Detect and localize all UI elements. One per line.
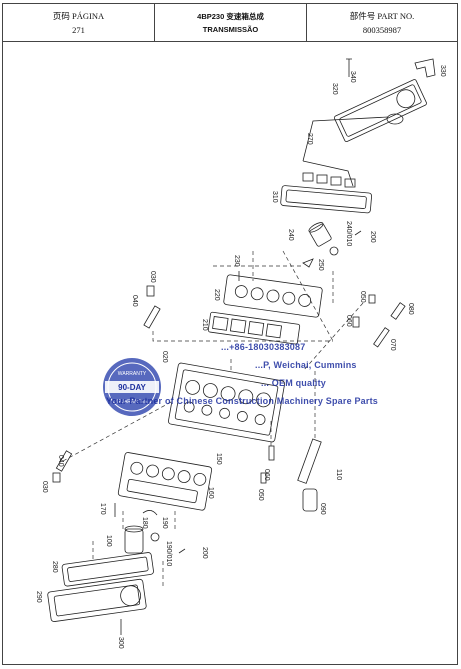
valve-body-160 [117,452,213,511]
callout-230: 230 [233,255,240,267]
gasket-310 [280,185,373,214]
spring-040 [143,305,161,329]
bolt-200 [354,230,362,236]
callout-280: 280 [51,561,58,573]
page-number: 271 [72,25,85,35]
gasket-210 [207,311,301,345]
clip-180 [142,510,158,516]
badge-bottom-text: GUARANTEE [116,399,148,405]
spring-040-lower [55,450,73,472]
callout-200-upper: 200 [369,231,376,243]
callout-190010: 190/010 [165,541,172,566]
watermark: ...+86-18030383087 ...P, Weichai, Cummin… [103,334,443,434]
o-ring-240010 [329,246,339,256]
callout-190: 190 [161,517,168,529]
callout-090: 090 [319,503,326,515]
part-label: 部件号 PART NO. [349,11,415,21]
product-name: TRANSMISSÃO [202,25,259,34]
watermark-line-2: ...P, Weichai, Cummins [255,360,357,370]
callout-320: 320 [331,83,338,95]
page-cell: 页码 PÁGINA 271 [3,4,154,41]
exploded-view-diagram: 340 330 320 270 310 240 240/010 200 230 … [35,58,446,649]
valve-060 [352,316,360,328]
callout-240: 240 [287,229,294,241]
cover-plate-290 [47,578,147,622]
callout-040-lower: 040 [57,455,64,467]
bracket-330 [414,58,436,78]
bolt-200-lower [178,548,186,554]
callout-030-upper: 030 [149,271,156,283]
plug-060-lower [268,445,275,461]
solenoid-100 [124,525,144,554]
gasket-280 [61,552,154,587]
bolt-340 [346,58,352,77]
badge-top-text: WARRANTY [118,371,147,377]
callout-170: 170 [99,503,106,515]
callout-340: 340 [349,71,356,83]
warranty-badge-icon: WARRANTY 90-DAY GUARANTEE [103,358,161,416]
callout-080: 080 [407,303,414,315]
callout-030-lower: 030 [41,481,48,493]
callout-300: 300 [117,637,124,649]
solenoid-240 [308,222,332,247]
parts-sheet: 页码 PÁGINA 271 4BP230 变速箱总成 TRANSMISSÃO 部… [2,3,458,665]
callout-160: 160 [207,487,214,499]
callout-070: 070 [389,339,396,351]
callout-250: 250 [317,259,324,271]
callout-060-lower: 060 [263,469,270,481]
watermark-line-1: ...+86-18030383087 [221,342,306,352]
callout-040-upper: 040 [131,295,138,307]
spring-080 [390,302,406,320]
o-ring-190010 [150,532,160,542]
callout-110: 110 [335,469,342,480]
cover-plate-320 [334,79,427,143]
callout-200-lower: 200 [201,547,208,559]
callout-100: 100 [105,535,112,547]
product-code: 4BP230 变速箱总成 [197,12,264,21]
plug-030-lower [52,472,61,483]
plug-050-lower [260,472,267,484]
connector-block-270 [302,172,356,188]
piston-090 [302,488,318,512]
callout-050-lower: 050 [257,489,264,501]
callout-220: 220 [213,289,220,301]
callout-240010: 240/010 [345,221,352,246]
callout-050-upper: 050 [359,291,366,303]
callout-330: 330 [439,65,446,77]
watermark-line-3: ... OEM quality [261,378,327,388]
callout-270: 270 [306,133,313,145]
title-block: 页码 PÁGINA 271 4BP230 变速箱总成 TRANSMISSÃO 部… [3,4,457,42]
clip-250 [302,258,314,268]
plug-030 [146,285,155,297]
badge-mid-text: 90-DAY [118,383,146,392]
callout-060-upper: 060 [345,315,352,327]
callout-290: 290 [35,591,42,603]
part-number: 800358987 [362,25,402,35]
page-label: 页码 PÁGINA [52,11,105,21]
spring-110 [297,438,322,484]
callout-210: 210 [201,319,208,331]
part-cell: 部件号 PART NO. 800358987 [306,4,457,41]
callout-020: 020 [161,351,168,363]
spool-070 [373,327,390,348]
plug-050 [368,294,376,304]
housing-020 [168,362,286,443]
callout-180: 180 [141,517,148,529]
callout-150: 150 [215,453,222,465]
harness-270 [302,116,389,187]
watermark-line-4: Your Partner of Chinese Construction Mac… [106,396,378,406]
callout-310: 310 [271,191,278,203]
product-cell: 4BP230 变速箱总成 TRANSMISSÃO [154,4,306,41]
